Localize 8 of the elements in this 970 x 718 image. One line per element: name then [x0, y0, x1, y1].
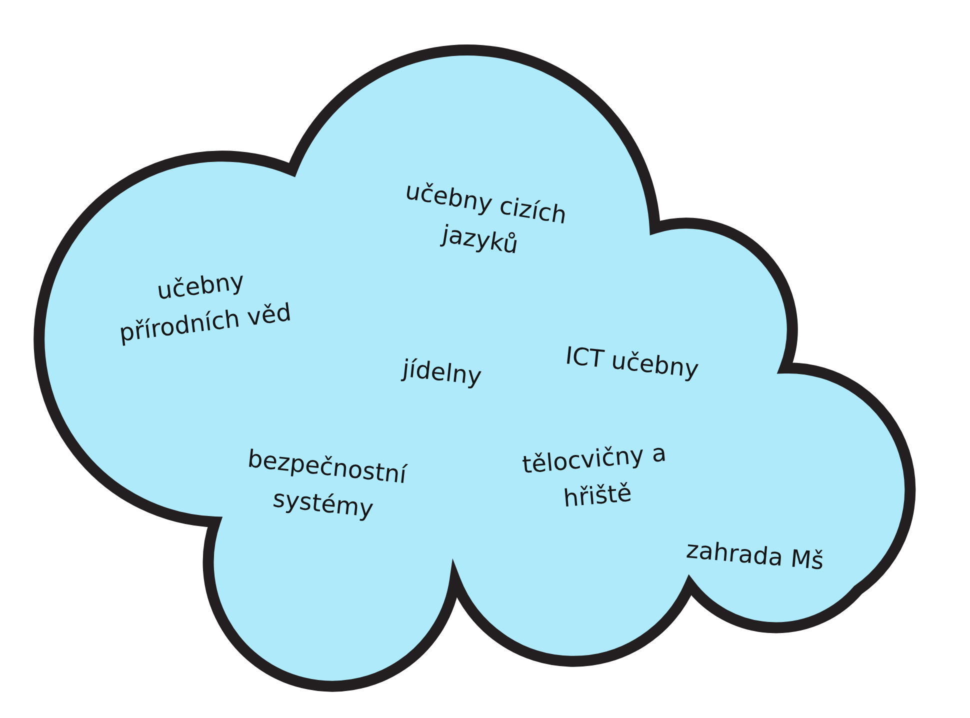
area-label: učebny cizích jazyků — [402, 175, 570, 262]
cloud-shape — [33, 44, 916, 692]
area-label: jídelny — [400, 353, 484, 392]
area-label: zahrada Mš — [684, 534, 826, 578]
area-label: bezpečnostní systémy — [245, 444, 409, 526]
area-label: učebny přírodních věd — [116, 266, 294, 350]
area-label: tělocvičny a hřiště — [520, 438, 669, 515]
area-label: ICT učebny — [562, 340, 702, 386]
